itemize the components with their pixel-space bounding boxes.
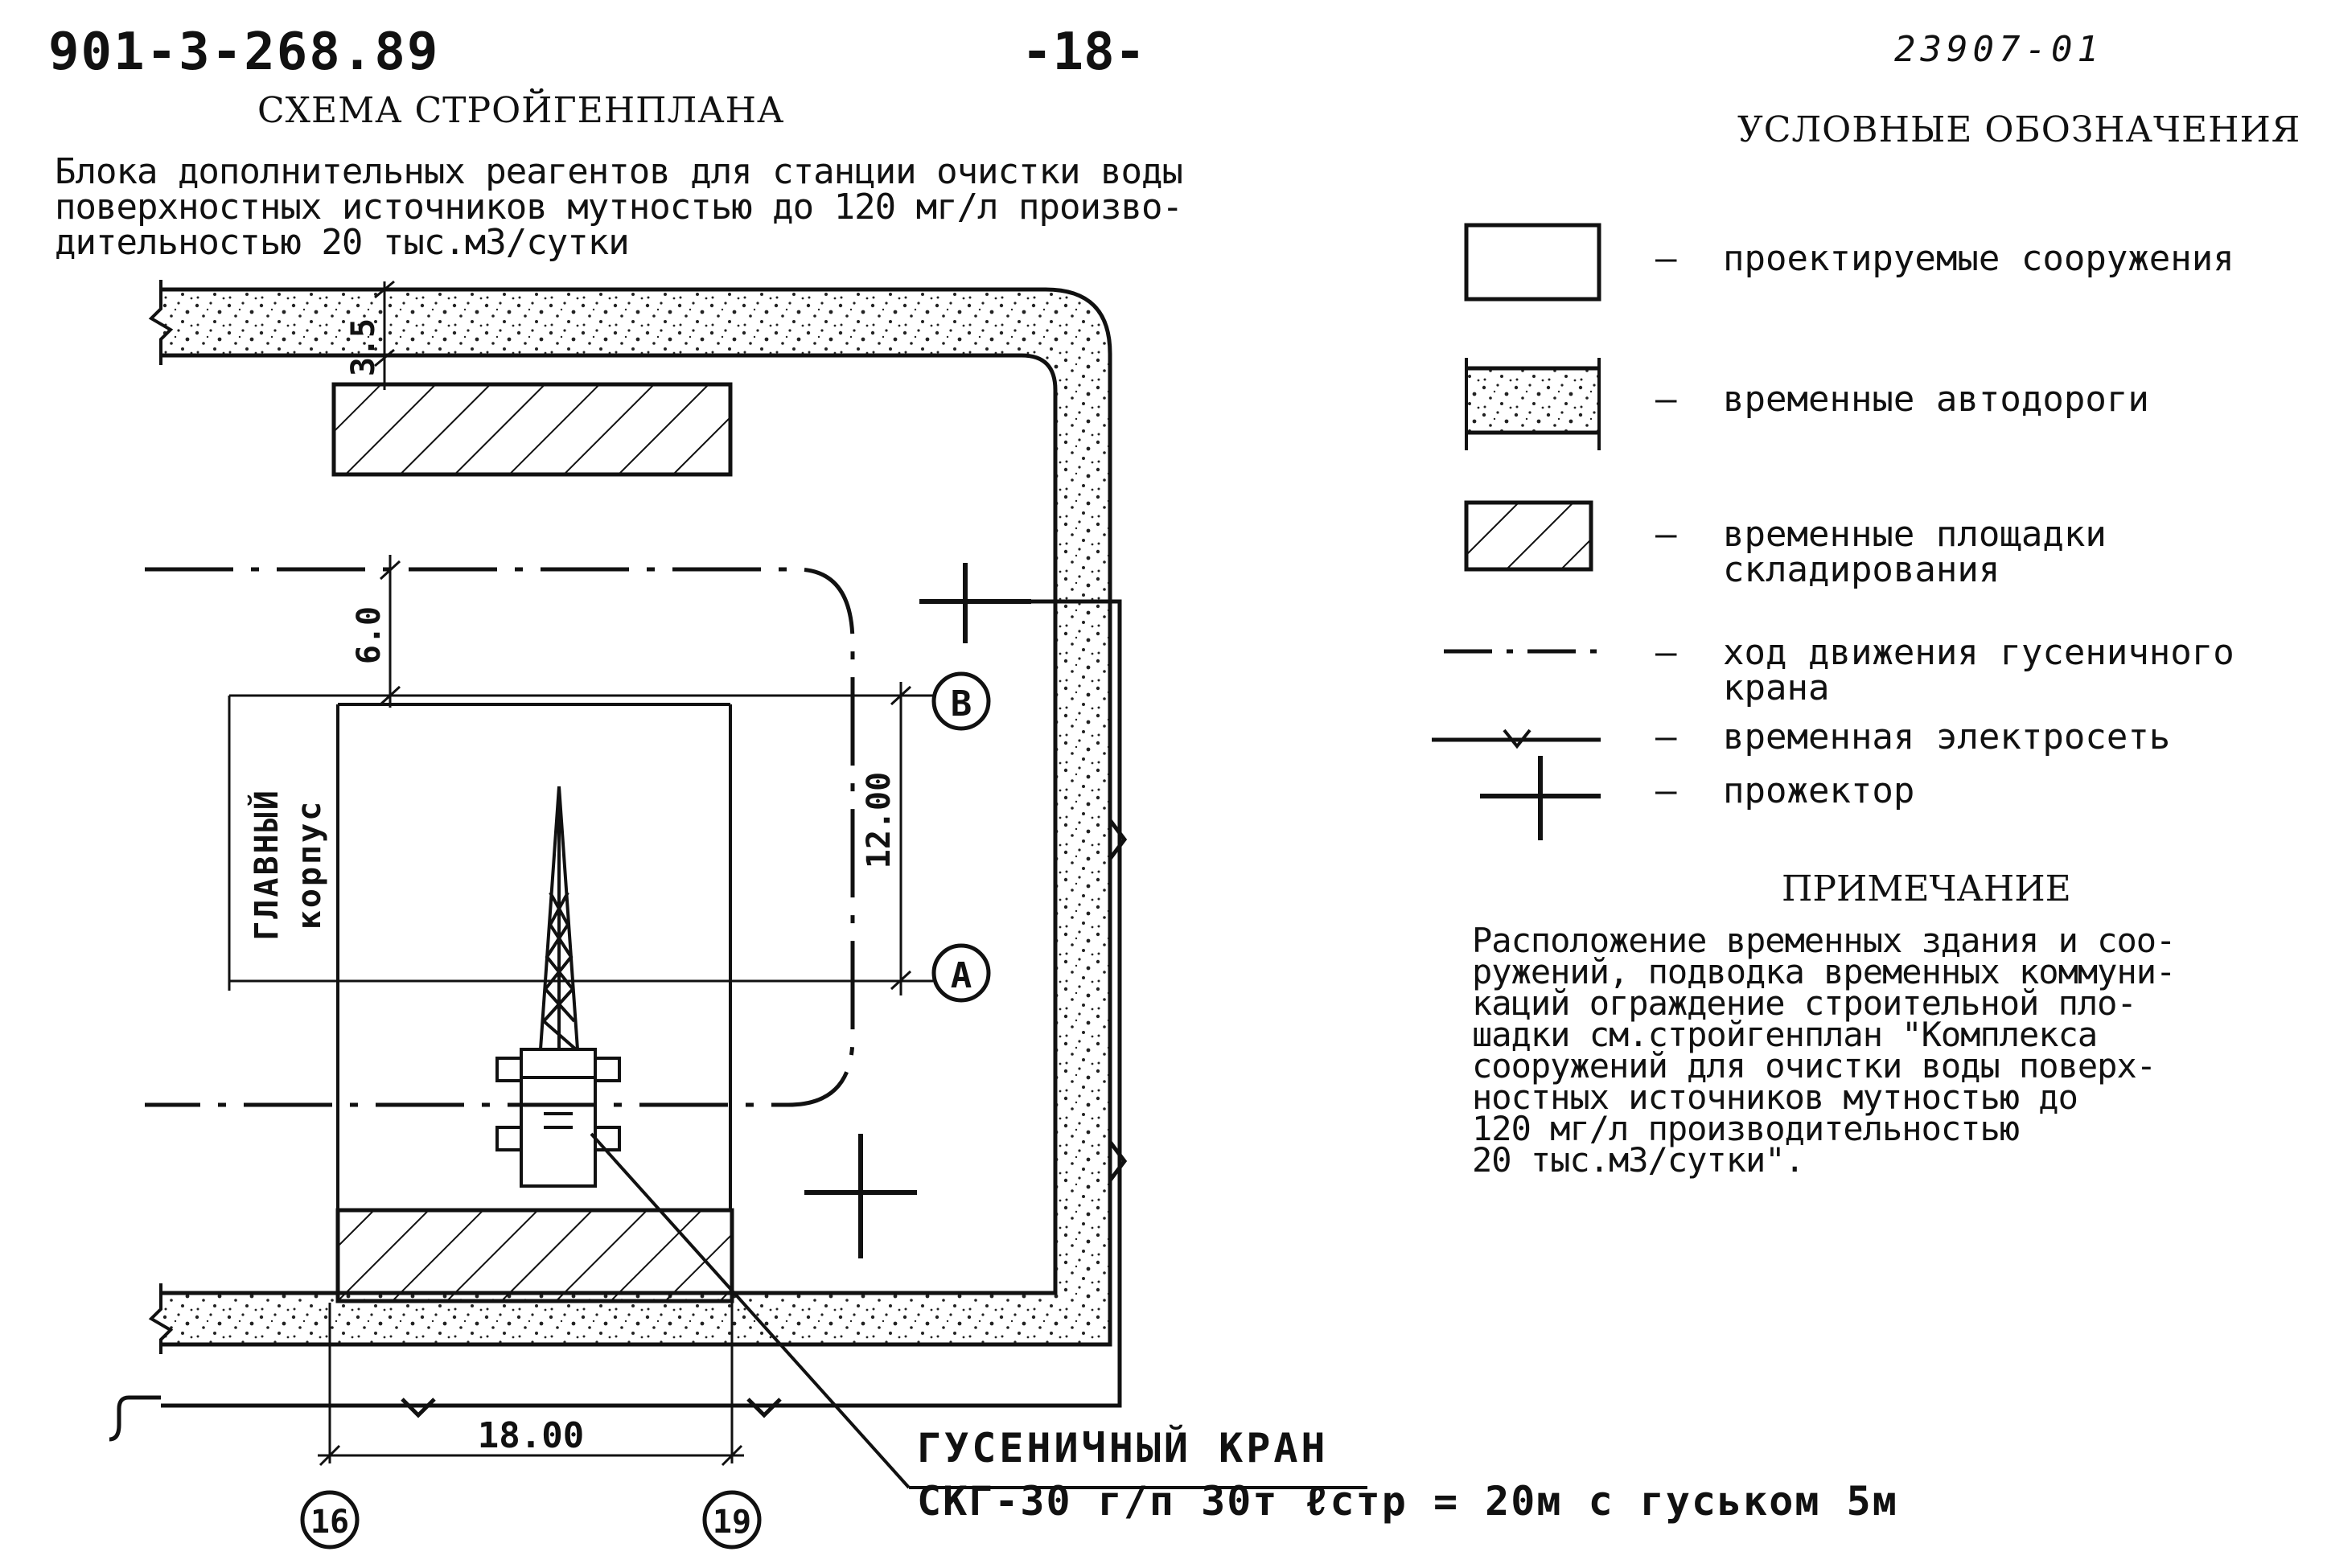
axis-gridlines xyxy=(228,694,917,1463)
storage-area-top xyxy=(331,382,733,477)
description-line-3: дительностью 20 тыс.м3/сутки xyxy=(55,222,630,263)
legend-label-temporary-road: временные автодороги xyxy=(1723,379,2149,420)
axis-bubble-a: А xyxy=(901,943,991,1003)
dim-road-width: 3.5 xyxy=(345,318,382,376)
drawing-description: Блока дополнительных реагентов для станц… xyxy=(55,151,1183,263)
legend-symbols xyxy=(1432,223,1601,840)
storage-area-bottom xyxy=(335,1208,734,1303)
inventory-number: 23907-01 xyxy=(1894,29,2103,70)
note-line-7: 120 мг/л производительностью xyxy=(1472,1109,2020,1148)
note-text: Расположение временных здания и соо- руж… xyxy=(1472,924,2176,1177)
legend-label-crane-path: ход движения гусеничного крана xyxy=(1723,635,2234,706)
drawing-title: СХЕМА СТРОЙГЕНПЛАНА xyxy=(257,90,785,131)
building-label-line-1: ГЛАВНЫЙ xyxy=(247,788,286,941)
legend-dash-6: – xyxy=(1655,770,1677,811)
legend-dash-1: – xyxy=(1655,238,1677,279)
floodlight-bottom xyxy=(804,1134,917,1258)
legend-dash-5: – xyxy=(1655,716,1677,757)
legend-dash-2: – xyxy=(1655,379,1677,420)
description-line-1: Блока дополнительных реагентов для станц… xyxy=(55,151,1183,192)
legend-title: УСЛОВНЫЕ ОБОЗНАЧЕНИЯ xyxy=(1737,109,2301,150)
crawler-crane xyxy=(495,786,1367,1489)
axis-label-a: А xyxy=(951,955,972,996)
crane-callout-title: ГУСЕНИЧНЫЙ КРАН xyxy=(917,1425,1329,1472)
note-line-8: 20 тыс.м3/сутки". xyxy=(1472,1140,1805,1180)
temporary-road xyxy=(148,280,1112,1354)
axis-label-16: 16 xyxy=(310,1504,349,1541)
note-line-1: Расположение временных здания и соо- xyxy=(1472,921,2176,960)
legend-storage-line-2: складирования xyxy=(1723,549,2000,590)
legend-crane-line-2: крана xyxy=(1723,667,1830,708)
axis-bubble-16: 16 xyxy=(300,1490,360,1550)
note-line-6: ностных источников мутностью до xyxy=(1472,1077,2078,1117)
sheet-code: 901-3-268.89 xyxy=(48,23,440,82)
note-line-2: ружений, подводка временных коммуни- xyxy=(1472,952,2176,991)
legend-label-storage-area: временные площадки складирования xyxy=(1723,517,2107,588)
main-building xyxy=(336,703,732,1210)
dim-bay-span: 12.00 xyxy=(861,772,898,868)
note-line-3: каций ограждение строительной пло- xyxy=(1472,983,2137,1023)
legend-label-power-line: временная электросеть xyxy=(1723,716,2171,757)
legend-dash-3: – xyxy=(1655,514,1677,555)
floodlight-top xyxy=(919,563,1031,643)
dimension-lines xyxy=(318,280,912,1467)
crane-path xyxy=(145,567,855,1107)
crane-callout-spec: СКГ-30 г/п 30т ℓстр = 20м с гуськом 5м xyxy=(917,1478,1898,1525)
legend-crane-line-1: ход движения гусеничного xyxy=(1723,632,2234,673)
legend-dash-4: – xyxy=(1655,632,1677,673)
building-label-line-2: корпус xyxy=(291,799,328,930)
dim-crane-offset: 6.0 xyxy=(351,606,388,664)
legend-storage-line-1: временные площадки xyxy=(1723,514,2107,555)
legend-label-designed-structure: проектируемые сооружения xyxy=(1723,238,2234,279)
axis-bubble-19: 19 xyxy=(702,1490,762,1550)
dim-column-span: 18.00 xyxy=(478,1415,584,1456)
note-title: ПРИМЕЧАНИЕ xyxy=(1782,868,2071,909)
page-number: -18- xyxy=(1022,23,1146,82)
axis-label-b: В xyxy=(951,683,972,724)
axis-label-19: 19 xyxy=(713,1504,751,1541)
note-line-4: шадки см.стройгенплан "Комплекса xyxy=(1472,1015,2098,1054)
legend-label-floodlight: прожектор xyxy=(1723,770,1915,811)
axis-bubble-b: В xyxy=(901,671,991,731)
note-line-5: сооружений для очистки воды поверх- xyxy=(1472,1046,2156,1086)
description-line-2: поверхностных источников мутностью до 12… xyxy=(55,187,1183,228)
